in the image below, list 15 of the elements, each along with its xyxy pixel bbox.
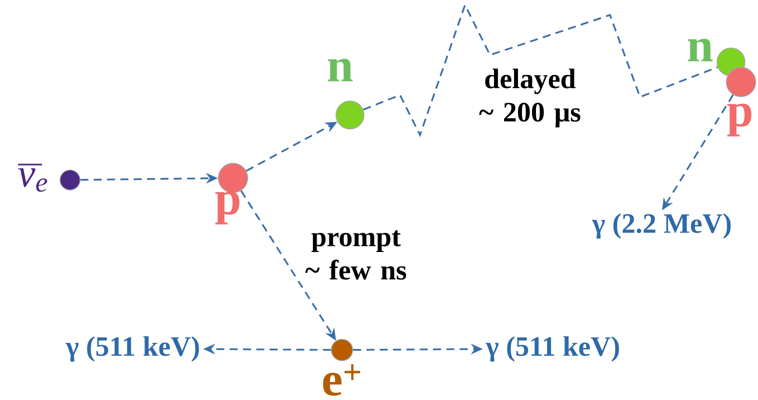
particle-dot (726, 66, 756, 98)
particle-symbol: n (688, 38, 713, 62)
gamma-label: γ (511 keV) (486, 336, 619, 362)
particle-dot (330, 338, 354, 362)
particle-dot (336, 100, 364, 130)
particle-symbol: e$^{+}$ (323, 364, 360, 396)
particle-dot (218, 162, 248, 194)
particle-symbol: p (215, 192, 240, 224)
edge-label: prompt ~ few ns (296, 228, 416, 281)
particle-symbol: p (727, 104, 752, 136)
gamma-label: γ (2.2 MeV) (592, 213, 731, 239)
particle-dot (60, 170, 80, 190)
particle-symbol: n (328, 58, 353, 82)
gamma-label: γ (511 keV) (66, 336, 199, 362)
edge-label: delayed ~ 200 μs (470, 67, 590, 129)
